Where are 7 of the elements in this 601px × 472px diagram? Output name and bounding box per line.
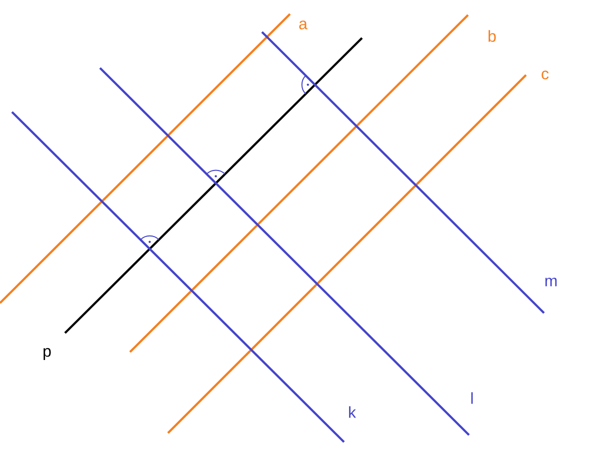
line-label: l <box>471 392 473 404</box>
line-label: m <box>545 278 557 286</box>
line-label: c <box>542 70 549 80</box>
line-label: p <box>44 348 51 360</box>
line-label: b <box>488 30 496 42</box>
line-label: k <box>349 406 356 418</box>
line-label: a <box>299 20 308 30</box>
